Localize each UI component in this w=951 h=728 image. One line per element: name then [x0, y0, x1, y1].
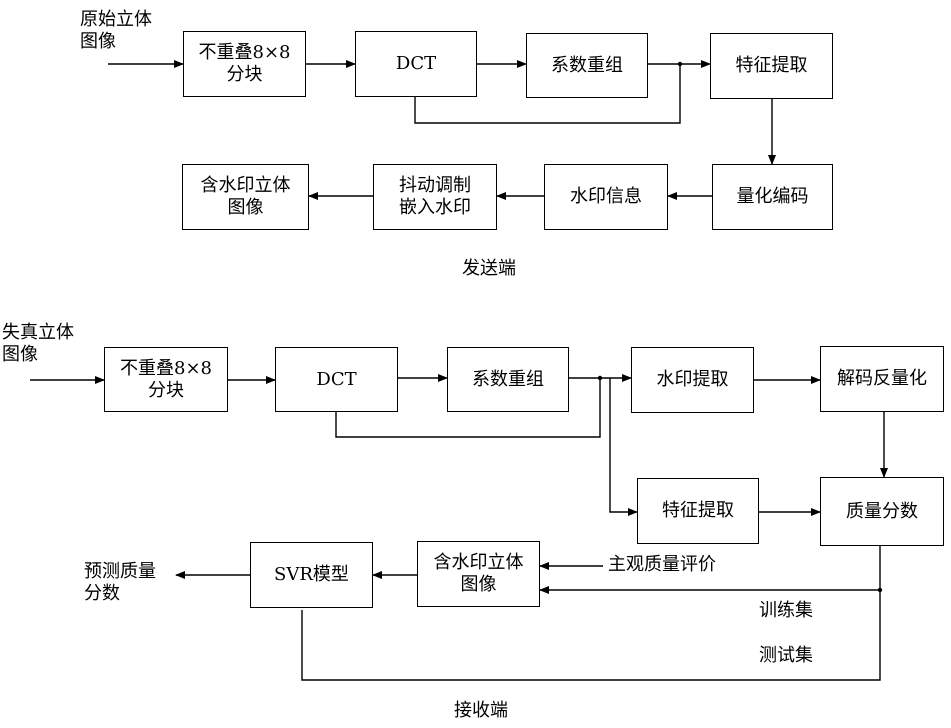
receiver-predicted-score-label: 预测质量 分数	[84, 561, 156, 605]
sender-caption: 发送端	[462, 258, 516, 280]
sender-input-label: 原始立体 图像	[80, 9, 152, 53]
junction-dot	[598, 376, 602, 380]
junction-dot	[878, 588, 882, 592]
receiver-quality-score-box: 质量分数	[820, 477, 944, 546]
train-set-label: 训练集	[759, 600, 813, 622]
test-set-label: 测试集	[759, 645, 813, 667]
sender-watermarked-image-box: 含水印立体 图像	[182, 164, 309, 230]
receiver-caption: 接收端	[454, 700, 508, 722]
sender-block-split-box: 不重叠8×8 分块	[183, 31, 306, 97]
junction-dot	[678, 62, 682, 66]
sender-watermark-info-box: 水印信息	[544, 164, 668, 230]
receiver-watermarked-image-box: 含水印立体 图像	[417, 541, 540, 607]
receiver-watermark-extract-box: 水印提取	[631, 347, 754, 413]
receiver-feature-extract-box: 特征提取	[637, 478, 759, 544]
sender-quant-encode-box: 量化编码	[712, 164, 833, 230]
sender-coef-regroup-box: 系数重组	[526, 33, 648, 98]
sender-feature-extract-box: 特征提取	[710, 33, 833, 99]
receiver-svr-model-box: SVR模型	[250, 542, 373, 608]
receiver-coef-regroup-box: 系数重组	[447, 347, 569, 412]
sender-dither-embed-box: 抖动调制 嵌入水印	[373, 164, 497, 230]
receiver-dct-box: DCT	[275, 347, 398, 412]
receiver-block-split-box: 不重叠8×8 分块	[104, 347, 228, 412]
receiver-decode-dequant-box: 解码反量化	[820, 346, 944, 412]
sender-dct-box: DCT	[355, 31, 477, 97]
receiver-input-label: 失真立体 图像	[2, 322, 74, 366]
subjective-eval-label: 主观质量评价	[608, 554, 716, 576]
